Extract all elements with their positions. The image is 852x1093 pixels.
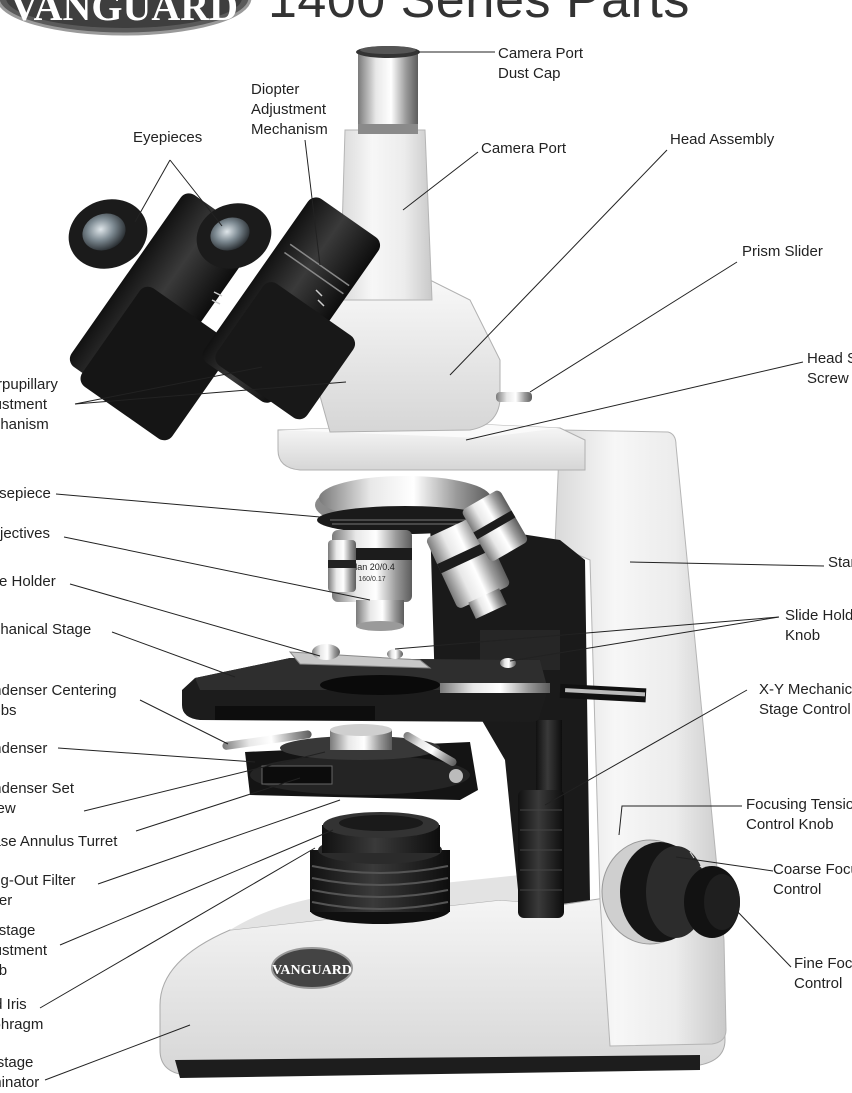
label-substage-adjustment-knob: Substage Adjustment Knob	[0, 922, 48, 979]
eyepiece-tubes	[68, 193, 381, 441]
trinocular-head	[299, 279, 532, 433]
label-field-iris-diaphragm: Field Iris Diaphragm	[0, 996, 44, 1033]
label-coarse-focus-control: Coarse Focus Control	[773, 861, 852, 898]
label-slide-holder: Slide Holder	[0, 573, 56, 590]
nosepiece-turret	[315, 476, 495, 534]
leader-eyepiece-right	[169, 159, 223, 227]
leader-condenser	[57, 747, 256, 763]
base-logo-text: VANGUARD	[272, 963, 352, 978]
leader-head-set-screw	[465, 361, 804, 441]
leader-slide-holder-knob-1	[394, 616, 780, 650]
label-condenser: Condenser	[0, 740, 48, 757]
mechanical-stage	[182, 644, 647, 722]
page-title: 1400 Series Parts	[268, 0, 690, 29]
leader-eyepiece-left	[134, 159, 171, 223]
camera-port	[339, 46, 433, 301]
leader-nosepiece	[55, 493, 321, 518]
leader-slide-holder-knob-2	[509, 616, 780, 662]
leader-fine-focus	[735, 909, 792, 968]
leader-focusing-tension	[618, 805, 742, 836]
label-mechanical-stage: Mechanical Stage	[0, 621, 92, 638]
label-substage-illuminator: Substage Illuminator	[0, 1054, 40, 1091]
leader-xy-control	[544, 689, 748, 806]
leader-coarse-focus	[675, 856, 774, 872]
focus-knobs	[601, 839, 740, 945]
label-x-y-mechanical-stage-control: X-Y Mechanical Stage Control	[759, 681, 852, 718]
label-condenser-centering-knobs: Condenser Centering Knobs	[0, 682, 117, 719]
base-logo: VANGUARD	[271, 947, 353, 989]
leader-mechanical-stage	[111, 631, 236, 678]
leader-lines	[39, 51, 825, 1081]
label-fine-focus-control: Fine Focus Control	[794, 955, 852, 992]
label-condenser-set-screw: Condenser Set Screw	[0, 780, 75, 817]
objective-engraving-1: Plan 20/0.4	[349, 562, 395, 572]
leader-condenser-centering	[139, 699, 229, 745]
label-phase-annulus-turret: Phase Annulus Turret	[0, 833, 118, 850]
leader-interpupillary-2	[74, 381, 347, 405]
leader-prism-slider	[529, 261, 738, 393]
logo-text: VANGUARD	[10, 0, 238, 29]
leader-interpupillary-1	[74, 366, 263, 405]
leader-substage-illuminator	[44, 1024, 191, 1081]
leader-objectives	[63, 536, 371, 601]
leader-swing-out-filter	[97, 799, 341, 885]
label-camera-port: Camera Port	[481, 140, 567, 157]
leader-phase-annulus	[135, 777, 301, 832]
leader-field-iris	[39, 847, 316, 1009]
label-diopter-adjustment-mechanism: Diopter Adjustment Mechanism	[251, 81, 328, 138]
label-eyepieces: Eyepieces	[133, 129, 203, 146]
label-camera-port-dust-cap: Camera Port Dust Cap	[498, 45, 584, 82]
label-prism-slider: Prism Slider	[742, 243, 823, 260]
leader-diopter	[304, 139, 321, 266]
label-slide-holder-knob: Slide Holder Knob	[785, 607, 852, 644]
vanguard-logo: VANGUARD	[0, 0, 254, 36]
label-stand: Stand	[828, 554, 852, 571]
label-interpupillary-adjustment-mechanism: Interpupillary Adjustment Mechanism	[0, 376, 58, 433]
stage-control-column	[518, 720, 564, 918]
label-swing-out-filter-holder: Swing-Out Filter Holder	[0, 872, 76, 909]
field-lens-housing	[310, 812, 450, 924]
condenser-assembly	[222, 724, 478, 800]
label-focusing-tension-control-knob: Focusing Tension Control Knob	[746, 796, 852, 833]
leader-condenser-set-screw	[83, 751, 326, 812]
label-head-assembly: Head Assembly	[670, 131, 775, 148]
label-head-set-screw: Head Set Screw	[807, 350, 852, 387]
label-nosepiece: Nosepiece	[0, 485, 51, 502]
leader-stand	[629, 561, 825, 567]
objective-lenses: Plan 20/0.4 160/0.17	[328, 490, 528, 631]
label-objectives: Objectives	[0, 525, 51, 542]
leader-slide-holder	[69, 583, 321, 657]
objective-engraving-2: 160/0.17	[358, 576, 385, 583]
leader-camera-port	[402, 151, 479, 211]
leader-head-assembly	[449, 149, 668, 376]
leader-substage-adjustment	[59, 829, 334, 946]
